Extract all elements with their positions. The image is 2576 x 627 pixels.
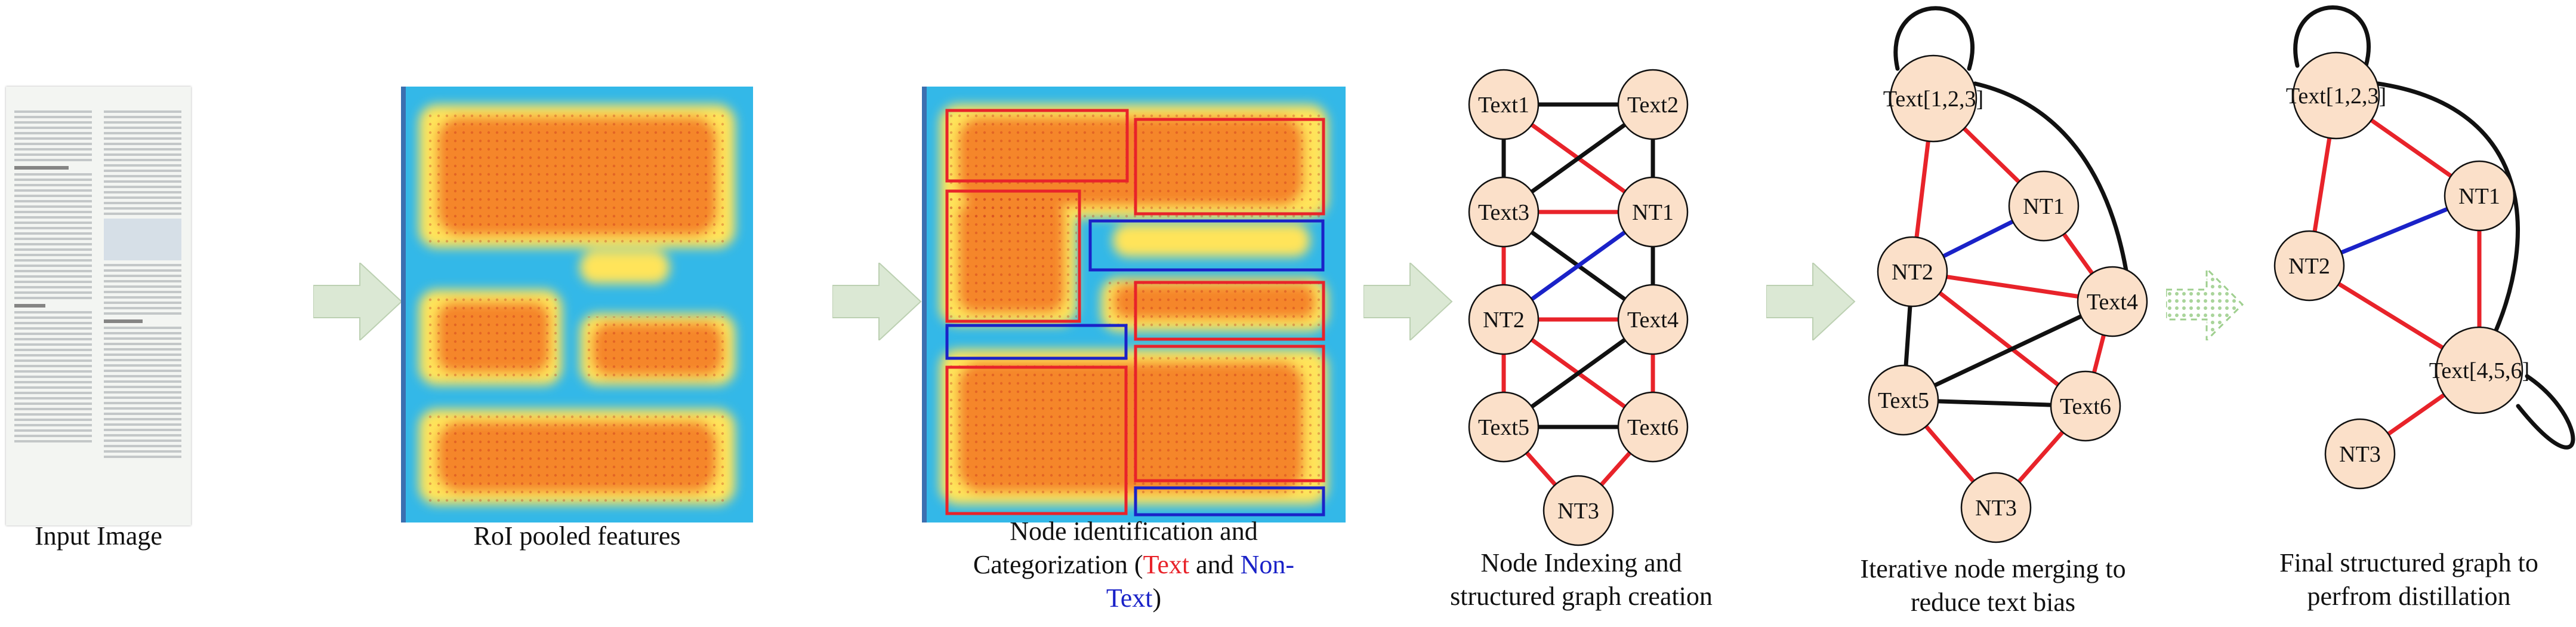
graph-node [2435, 326, 2523, 414]
merged-graph: Text[1,2,3] NT1 NT2 Text4 Text5 Text6 NT… [1868, 6, 2148, 543]
dashed-right-arrow-icon [2166, 269, 2244, 340]
node-label: NT2 [1892, 260, 1933, 285]
node-label: Text5 [1878, 388, 1929, 413]
node-label: NT1 [2023, 194, 2065, 219]
node-identification-heatmap [922, 87, 1346, 522]
caption-input-image: Input Image [35, 521, 162, 551]
node-label: NT1 [2458, 184, 2500, 209]
graph-node [1468, 176, 1540, 248]
roi-heatmap [401, 87, 753, 522]
node-label: Text[1,2,3] [2286, 84, 2386, 109]
graph-node [1960, 472, 2032, 543]
graph-node [2324, 418, 2396, 490]
caption-node-merging: Iterative node merging to reduce text bi… [1860, 554, 2126, 617]
node-label: Text5 [1478, 415, 1529, 440]
node-label: Text2 [1627, 93, 1679, 118]
node-label: NT1 [1632, 200, 1674, 225]
right-arrow-icon [1363, 263, 1453, 340]
node-label: NT2 [1483, 308, 1525, 333]
text-category-label: Text [1143, 550, 1190, 579]
node-label: Text1 [1478, 93, 1529, 118]
graph-node [1468, 284, 1540, 355]
node-label: Text6 [2060, 394, 2111, 419]
graph-node [2273, 230, 2345, 302]
graph-node [2008, 170, 2080, 242]
graph-node [1617, 284, 1689, 355]
input-document-image [6, 87, 191, 525]
graph-node [1868, 364, 1939, 436]
graph-node [2050, 370, 2121, 442]
node-label: Text4 [1627, 308, 1679, 333]
node-label: NT3 [1557, 499, 1599, 524]
node-label: Text3 [1478, 200, 1529, 225]
final-graph: Text[1,2,3] NT1 NT2 Text[4,5,6] NT3 [2273, 5, 2575, 490]
graph-node [2292, 51, 2380, 140]
structured-graph: Text1 Text2 Text3 NT1 NT2 Text4 Text5 Te… [1468, 69, 1689, 546]
graph-node [1617, 69, 1689, 140]
graph-node [1617, 391, 1689, 463]
caption-node-identification: Node identification and Categorization (… [973, 517, 1295, 613]
non-text-category-label: Non- [1240, 550, 1295, 579]
node-label: Text[4,5,6] [2429, 358, 2529, 383]
caption-roi-features: RoI pooled features [473, 521, 681, 551]
caption-node-indexing: Node Indexing and structured graph creat… [1450, 548, 1713, 611]
node-label: NT2 [2288, 254, 2330, 279]
graph-node [1468, 391, 1540, 463]
graph-node [1542, 475, 1614, 546]
document-figure [104, 219, 181, 260]
node-label: NT3 [1975, 496, 2017, 521]
graph-node [1468, 69, 1540, 140]
graph-node [2444, 160, 2515, 232]
graph-node [1889, 54, 1977, 143]
right-arrow-icon [1766, 263, 1856, 340]
graph-node [1877, 236, 1948, 308]
graph-node [1617, 176, 1689, 248]
node-label: Text4 [2087, 290, 2138, 315]
right-arrow-icon [832, 263, 922, 340]
graph-node [2077, 266, 2148, 337]
right-arrow-icon [313, 263, 403, 340]
node-label: Text6 [1627, 415, 1679, 440]
caption-final-graph: Final structured graph to perfrom distil… [2279, 548, 2538, 611]
node-label: Text[1,2,3] [1883, 87, 1983, 112]
node-label: NT3 [2339, 442, 2381, 467]
